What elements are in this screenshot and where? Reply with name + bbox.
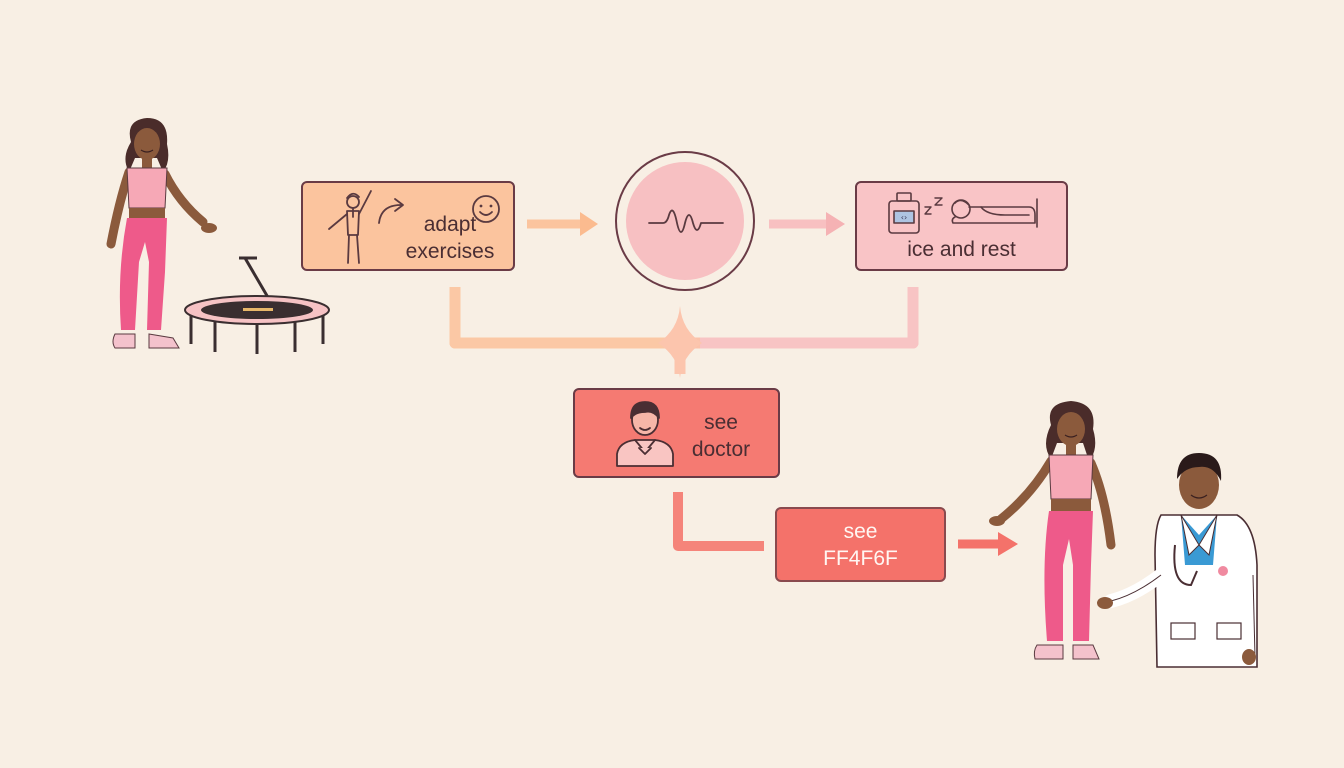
woman-on-trampoline: [106, 118, 330, 354]
adapt-label-line2: exercises: [405, 240, 495, 263]
ice-and-rest-label: ice and rest: [907, 238, 1016, 261]
merge-connector: [449, 287, 919, 378]
adapt-exercises-label: adapt exercises: [395, 211, 505, 265]
arrow-ff-to-woman: [958, 532, 1018, 556]
see-ff4f6f-box: see FF4F6F: [775, 507, 946, 582]
pulse-monitor-node: [615, 151, 755, 291]
ff-label-line1: see: [843, 519, 878, 543]
adapt-exercises-box: adapt exercises: [301, 181, 515, 271]
doctor-label-line1: see: [704, 411, 738, 434]
pulse-wave-icon: [648, 209, 724, 233]
doctor-label-line2: doctor: [691, 438, 751, 461]
sleep-zz-icon: [924, 197, 943, 215]
smile-icon: [472, 195, 500, 223]
woman-with-doctor: [989, 401, 1258, 668]
resting-person-icon: [951, 198, 1038, 228]
curved-arrow-icon: [378, 198, 404, 224]
see-doctor-label: see doctor: [671, 409, 771, 463]
see-ff4f6f-label: see FF4F6F: [777, 518, 944, 572]
arrow-monitor-to-ice: [769, 212, 845, 236]
adapt-label-line1: adapt: [423, 213, 477, 236]
doctor: [1097, 453, 1258, 668]
arrow-adapt-to-monitor: [527, 212, 598, 236]
svg-text:‹›: ‹›: [901, 213, 907, 222]
ice-bottle-icon: ‹›: [888, 192, 920, 234]
ff-label-line2: FF4F6F: [823, 546, 898, 570]
doctor-avatar-icon: [616, 401, 674, 467]
stretching-person-icon: [328, 190, 372, 264]
see-doctor-box: see doctor: [573, 388, 780, 478]
ice-and-rest-box: ‹› ice and rest: [855, 181, 1068, 271]
connector-doctor-to-ff: [673, 492, 764, 551]
